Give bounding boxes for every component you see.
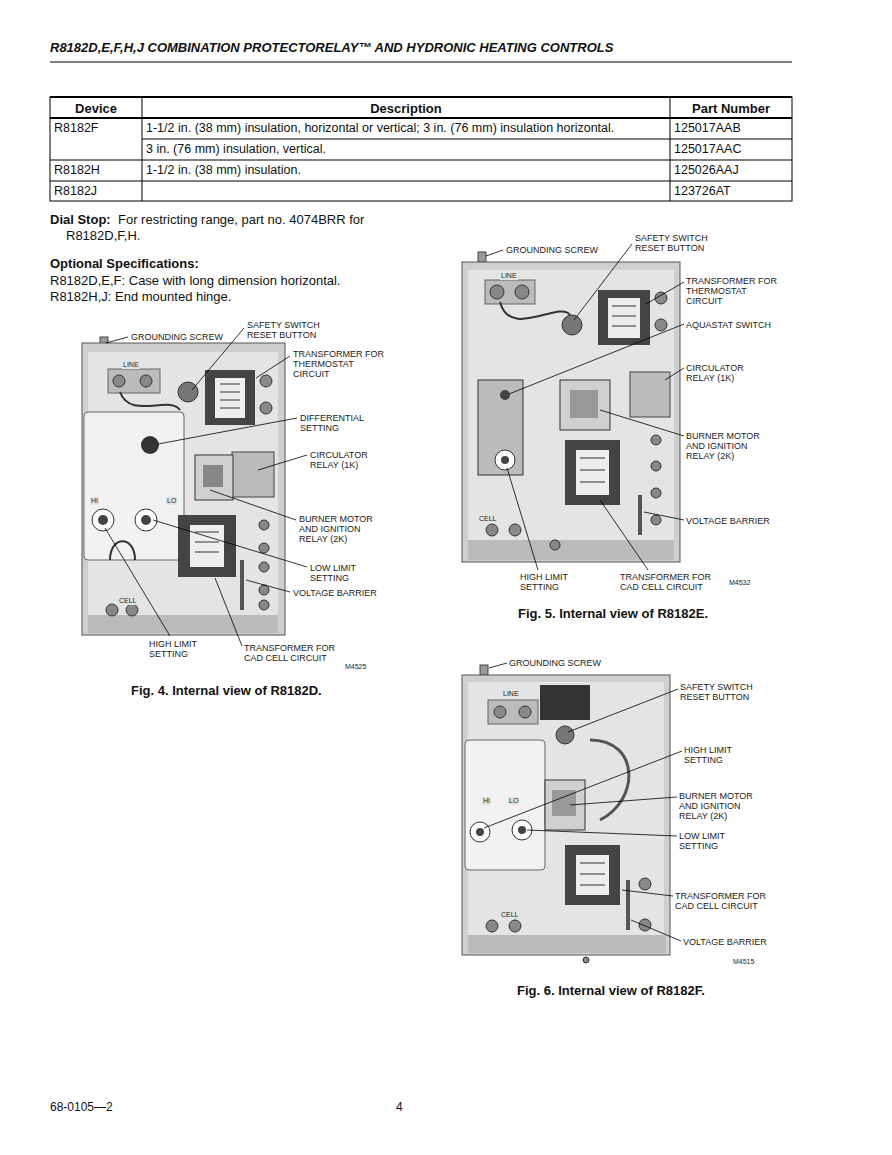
callout-label: TRANSFORMER FOR CAD CELL CIRCUIT: [675, 891, 780, 911]
table-cell: R8182F: [54, 121, 98, 135]
callout-label: GROUNDING SCREW: [509, 658, 601, 668]
callout-label: TRANSFORMER FOR THERMOSTAT CIRCUIT: [293, 349, 388, 379]
figure-code: M4525: [345, 663, 366, 670]
callout-label: HIGH LIMIT SETTING: [520, 572, 582, 592]
terminal-label: LINE: [122, 361, 140, 369]
callout-label: SAFETY SWITCH RESET BUTTON: [635, 233, 715, 253]
callout-label: SAFETY SWITCH RESET BUTTON: [247, 320, 327, 340]
callout-label: HIGH LIMIT SETTING: [149, 639, 211, 659]
callout-label: TRANSFORMER FOR CAD CELL CIRCUIT: [244, 643, 349, 663]
callout-label: CIRCULATOR RELAY (1K): [686, 363, 761, 383]
table-cell: R8182J: [54, 184, 97, 198]
callout-label: DIFFERENTIAL SETTING: [300, 413, 380, 433]
note-text: R8182D,E,F: Case with long dimension hor…: [50, 273, 340, 289]
bold-note: Dial Stop:: [50, 212, 111, 227]
figure-code: M4515: [733, 958, 754, 965]
table-header: Description: [142, 101, 670, 116]
note-text: R8182H,J: End mounted hinge.: [50, 289, 231, 305]
figure-caption: Fig. 5. Internal view of R8182E.: [518, 606, 708, 621]
table-cell: 125017AAC: [674, 142, 741, 156]
terminal-label: CELL: [500, 911, 520, 919]
table-cell: 3 in. (76 mm) insulation, vertical.: [146, 142, 326, 156]
callout-label: HIGH LIMIT SETTING: [684, 745, 746, 765]
table-cell: 1-1/2 in. (38 mm) insulation, horizontal…: [146, 121, 614, 135]
callout-label: TRANSFORMER FOR THERMOSTAT CIRCUIT: [686, 276, 781, 306]
callout-label: LOW LIMIT SETTING: [679, 831, 741, 851]
callout-label: BURNER MOTOR AND IGNITION RELAY (2K): [299, 514, 384, 544]
callout-label: CIRCULATOR RELAY (1K): [310, 450, 385, 470]
figure-caption: Fig. 6. Internal view of R8182F.: [517, 983, 705, 998]
footer-text: 68-0105—2: [50, 1100, 113, 1114]
table-cell: R8182H: [54, 163, 100, 177]
note-text: For restricting range, part no. 4074BRR …: [66, 212, 411, 244]
callout-label: SAFETY SWITCH RESET BUTTON: [680, 682, 760, 702]
callout-label: VOLTAGE BARRIER: [293, 588, 377, 598]
bold-note: Optional Specifications:: [50, 256, 199, 271]
terminal-label: CELL: [118, 597, 138, 605]
figure-caption: Fig. 4. Internal view of R8182D.: [131, 683, 322, 698]
callout-label: TRANSFORMER FOR CAD CELL CIRCUIT: [620, 572, 725, 592]
table-cell: 123726AT: [674, 184, 731, 198]
terminal-label: LINE: [500, 272, 518, 280]
terminal-label: HI: [482, 797, 491, 805]
footer-text: 4: [396, 1100, 403, 1114]
terminal-label: HI: [90, 497, 99, 505]
table-header: Device: [50, 101, 142, 116]
figure-code: M4532: [729, 579, 750, 586]
table-header: Part Number: [670, 101, 792, 116]
terminal-label: CELL: [478, 515, 498, 523]
callout-label: VOLTAGE BARRIER: [683, 937, 767, 947]
callout-label: BURNER MOTOR AND IGNITION RELAY (2K): [679, 791, 764, 821]
page-header: R8182D,E,F,H,J COMBINATION PROTECTORELAY…: [50, 40, 613, 55]
callout-label: GROUNDING SCREW: [506, 245, 598, 255]
terminal-label: LO: [166, 497, 177, 505]
table-cell: 125026AAJ: [674, 163, 739, 177]
callout-label: GROUNDING SCREW: [131, 332, 223, 342]
terminal-label: LINE: [502, 690, 520, 698]
callout-label: AQUASTAT SWITCH: [686, 320, 771, 330]
callout-label: VOLTAGE BARRIER: [686, 516, 770, 526]
callout-label: BURNER MOTOR AND IGNITION RELAY (2K): [686, 431, 771, 461]
terminal-label: LO: [508, 797, 519, 805]
table-cell: 125017AAB: [674, 121, 741, 135]
callout-label: LOW LIMIT SETTING: [310, 563, 372, 583]
table-cell: 1-1/2 in. (38 mm) insulation.: [146, 163, 301, 177]
